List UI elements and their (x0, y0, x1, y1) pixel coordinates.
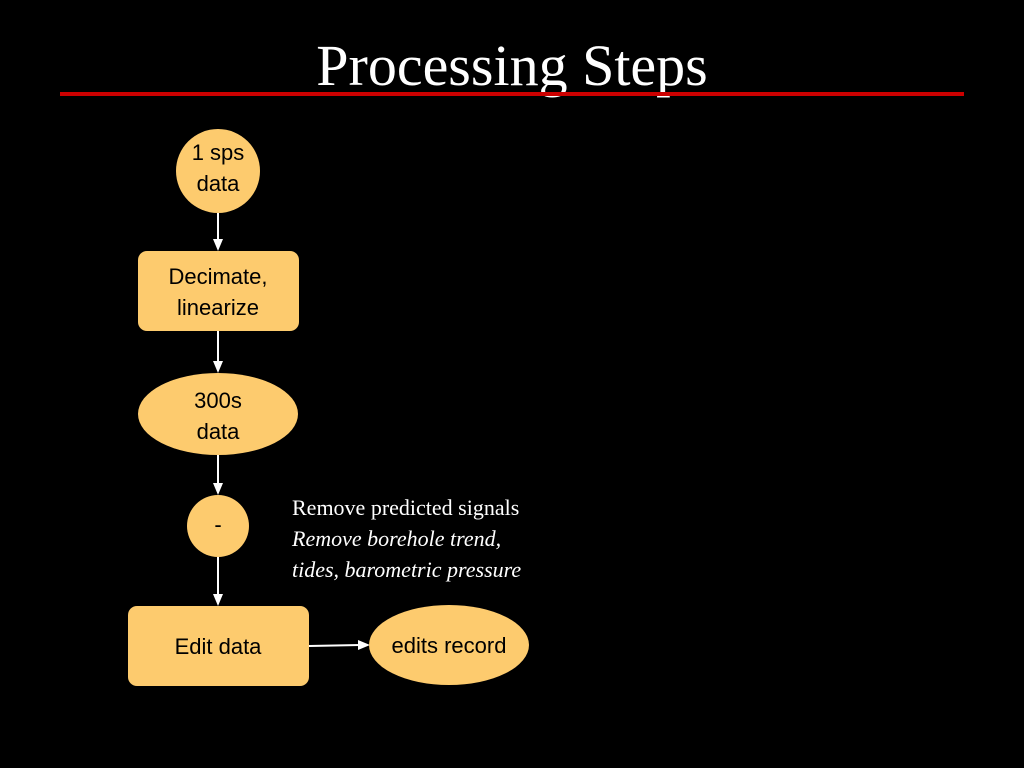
arrowhead-raw-to-decimate (213, 239, 223, 251)
node-raw-data-line1: 1 sps (192, 140, 245, 165)
node-subtract-label: - (214, 512, 221, 537)
arrowhead-decimate-to-300s (213, 361, 223, 373)
node-subtract: - (187, 495, 249, 557)
node-edit-data: Edit data (128, 606, 309, 686)
node-edit-data-label: Edit data (175, 634, 263, 659)
arrowhead-300s-to-subtract (213, 483, 223, 495)
note-detail-line1: Remove borehole trend, (292, 526, 502, 551)
node-raw-data-shape (176, 129, 260, 213)
node-edit-data-shape (128, 606, 309, 686)
node-subtract-shape (187, 495, 249, 557)
title-underline (60, 92, 964, 96)
node-decimate-shape (138, 251, 299, 331)
arrowhead-subtract-to-edit (213, 594, 223, 606)
node-edits-record-label: edits record (392, 633, 507, 658)
note-heading: Remove predicted signals (292, 495, 520, 520)
edge-edit-to-record (308, 644, 361, 647)
node-raw-data-line2: data (197, 171, 241, 196)
node-decimate-line1: Decimate, (168, 264, 267, 289)
arrowhead-edit-to-record (358, 640, 370, 650)
page-title: Processing Steps (316, 33, 708, 98)
node-edits-record: edits record (369, 605, 529, 685)
node-decimate: Decimate, linearize (138, 251, 299, 331)
node-300s-data-line1: 300s (194, 388, 242, 413)
node-300s-data: 300s data (138, 373, 298, 455)
node-300s-data-shape (138, 373, 298, 455)
node-raw-data: 1 sps data (176, 129, 260, 213)
node-edits-record-shape (369, 605, 529, 685)
connectors (213, 213, 370, 650)
node-300s-data-line2: data (197, 419, 241, 444)
note-detail-line2: tides, barometric pressure (292, 557, 522, 582)
node-decimate-line2: linearize (177, 295, 259, 320)
